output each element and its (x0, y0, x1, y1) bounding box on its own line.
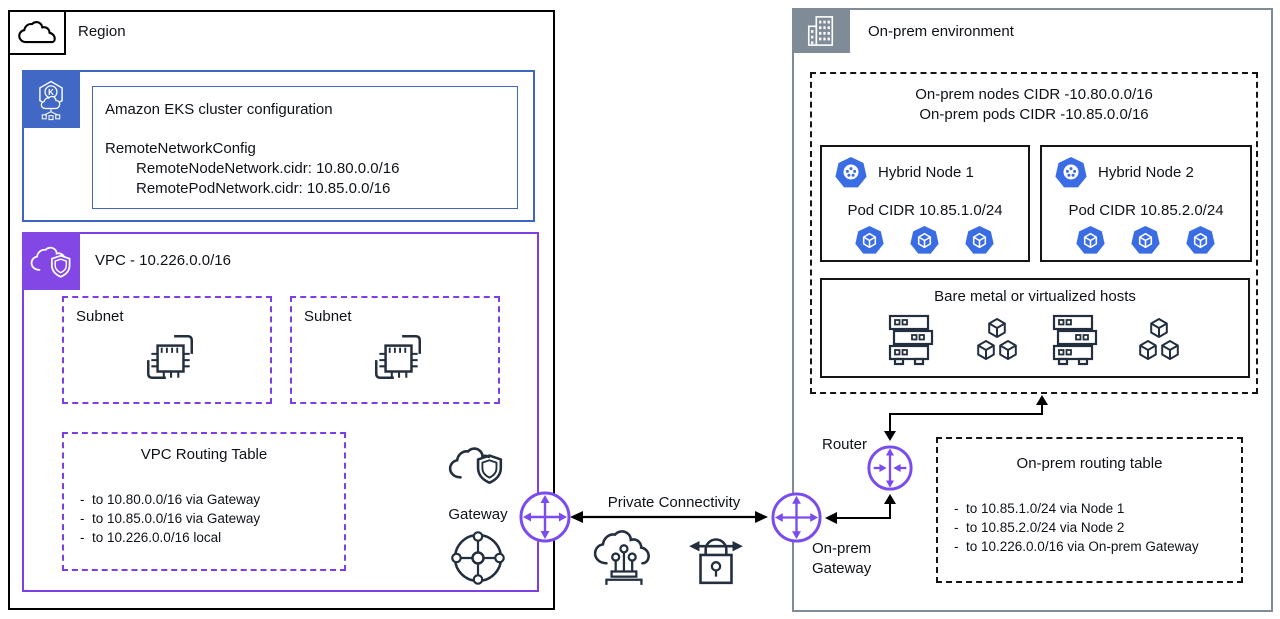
eks-config-inner-box (92, 86, 518, 209)
hybrid-node-1-box: Hybrid Node 1 Pod CIDR 10.85.1.0/24 (820, 145, 1030, 262)
vpc-route-2: - to 10.85.0.0/16 via Gateway (80, 511, 261, 526)
vpc-icon (22, 232, 80, 290)
eks-remote-node-network: RemoteNodeNetwork.cidr: 10.80.0.0/16 (136, 160, 400, 177)
k8s-pod-icon (854, 225, 885, 261)
vpc-routing-table-title: VPC Routing Table (140, 446, 268, 463)
subnet-label: Subnet (76, 308, 124, 325)
router-icon (866, 444, 914, 497)
onprem-routing-table: On-prem routing table - to 10.85.1.0/24 … (936, 437, 1243, 583)
eks-config-title: Amazon EKS cluster configuration (105, 101, 333, 118)
subnet-box-2: Subnet (290, 296, 500, 404)
eks-config-box (22, 70, 535, 222)
region-label: Region (78, 23, 126, 40)
subnet-box-1: Subnet (62, 296, 272, 404)
gateway-endpoint-icon (518, 490, 572, 549)
vpc-box (22, 232, 539, 592)
eks-remote-pod-network: RemotePodNetwork.cidr: 10.85.0.0/16 (136, 180, 391, 197)
subnet-chip-icon (369, 328, 427, 391)
cubes-icon (968, 314, 1026, 371)
vpn-lock-icon (686, 524, 746, 593)
k8s-pod-icon (909, 225, 940, 261)
bare-metal-box: Bare metal or virtualized hosts (820, 278, 1250, 378)
vpc-routing-table: VPC Routing Table - to 10.80.0.0/16 via … (62, 432, 346, 571)
eks-remote-network-config: RemoteNetworkConfig (105, 140, 256, 157)
subnet-chip-icon (141, 328, 199, 391)
router-label: Router (822, 436, 868, 453)
region-box (8, 10, 555, 610)
server-rack-icon (1050, 312, 1100, 375)
onprem-route-1: - to 10.85.1.0/24 via Node 1 (954, 501, 1125, 516)
hybrid-node-2-title: Hybrid Node 2 (1098, 164, 1194, 181)
private-connectivity-label: Private Connectivity (607, 494, 741, 511)
network-globe-icon (450, 530, 506, 591)
k8s-node-icon (834, 156, 868, 195)
k8s-pod-icon (1075, 225, 1106, 261)
onprem-cidr-box (810, 72, 1258, 394)
onprem-gateway-icon (770, 491, 823, 549)
vpc-route-1: - to 10.80.0.0/16 via Gateway (80, 492, 261, 507)
hybrid-node-2-pod-cidr: Pod CIDR 10.85.2.0/24 (1068, 202, 1224, 219)
region-cloud-icon (8, 10, 66, 55)
onprem-pods-cidr: On-prem pods CIDR -10.85.0.0/16 (919, 106, 1149, 123)
hybrid-node-1-pod-cidr: Pod CIDR 10.85.1.0/24 (847, 202, 1003, 219)
k8s-node-icon (1054, 156, 1088, 195)
bare-metal-title: Bare metal or virtualized hosts (934, 288, 1136, 305)
onprem-box (792, 8, 1273, 612)
k8s-pod-icon (1130, 225, 1161, 261)
vpc-gateway-label: Gateway (448, 506, 508, 523)
onprem-label: On-prem environment (868, 23, 1014, 40)
vpc-route-3: - to 10.226.0.0/16 local (80, 530, 222, 545)
onprem-nodes-cidr: On-prem nodes CIDR -10.80.0.0/16 (915, 86, 1153, 103)
onprem-routing-table-title: On-prem routing table (1016, 455, 1163, 472)
k8s-pod-icon (964, 225, 995, 261)
subnet-label: Subnet (304, 308, 352, 325)
onprem-route-2: - to 10.85.2.0/24 via Node 2 (954, 520, 1125, 535)
onprem-gateway-label-line1: On-prem (812, 540, 872, 557)
hybrid-node-2-box: Hybrid Node 2 Pod CIDR 10.85.2.0/24 (1040, 145, 1252, 262)
onprem-gateway-label-line2: Gateway (812, 560, 872, 577)
gateway-cloud-shield-icon (446, 440, 506, 501)
hybrid-node-1-title: Hybrid Node 1 (878, 164, 974, 181)
eks-icon: K (22, 70, 80, 128)
server-rack-icon (886, 312, 936, 375)
vpc-label: VPC - 10.226.0.0/16 (95, 252, 231, 269)
k8s-pod-icon (1185, 225, 1216, 261)
direct-connect-icon (592, 522, 660, 593)
cubes-icon (1130, 314, 1188, 371)
onprem-route-3: - to 10.226.0.0/16 via On-prem Gateway (954, 539, 1199, 554)
eks-icon-letter: K (48, 88, 54, 97)
building-icon (792, 8, 850, 53)
